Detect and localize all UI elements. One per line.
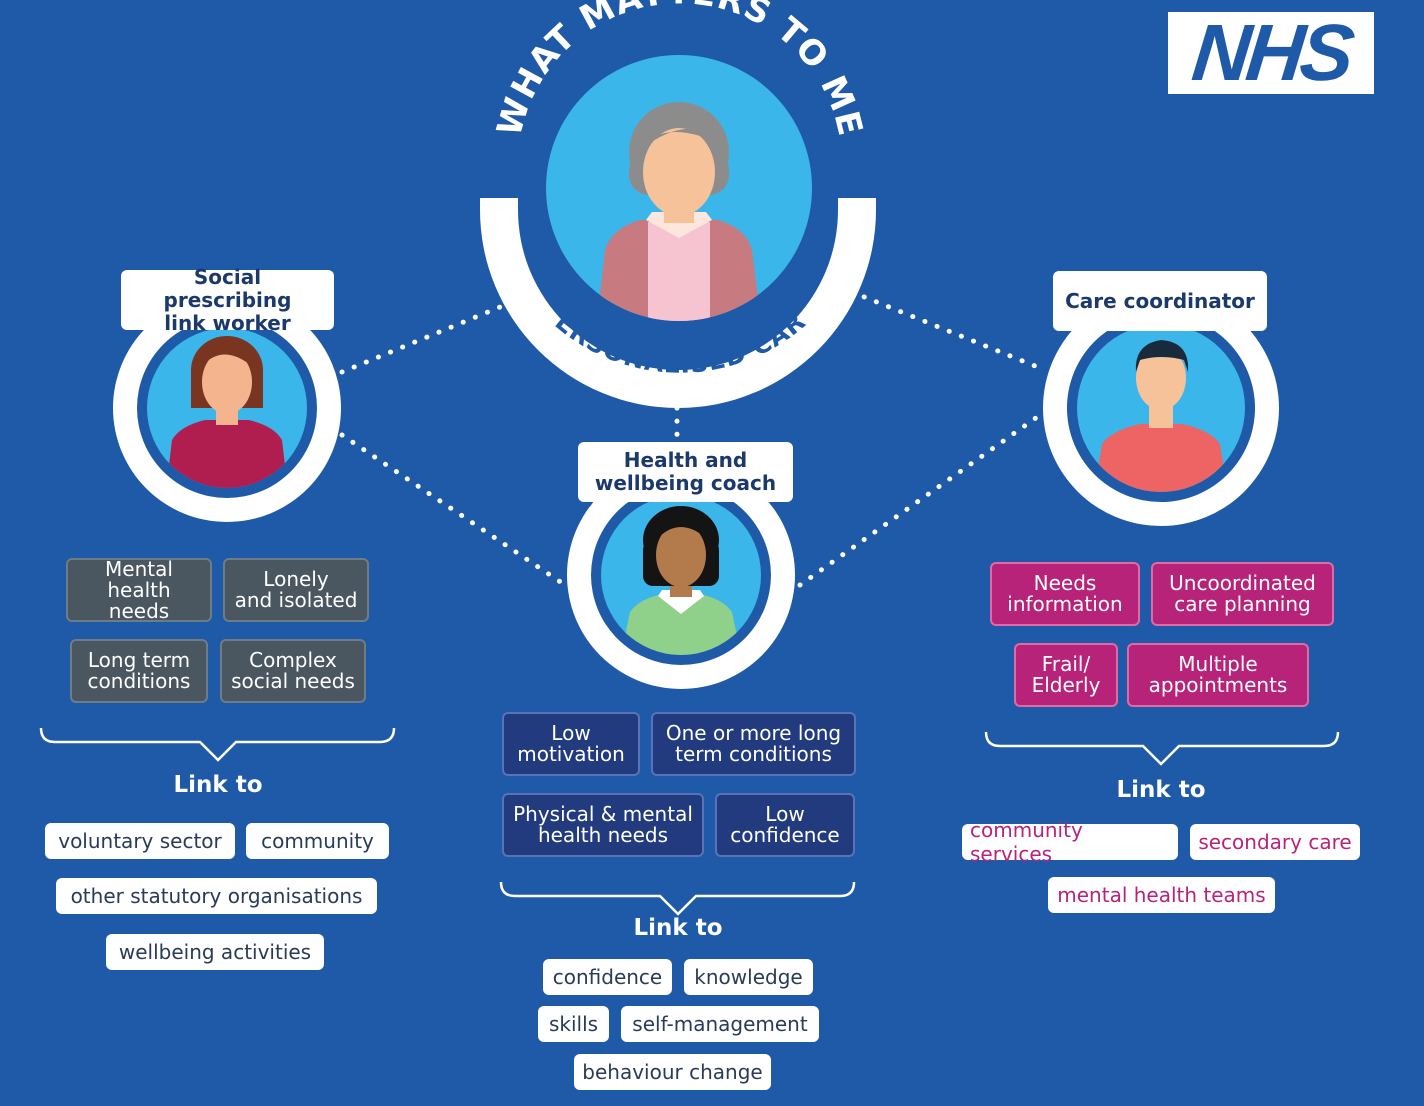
label-line: Care coordinator bbox=[1065, 288, 1255, 313]
link-chip: mental health teams bbox=[1048, 877, 1275, 913]
coach-circle bbox=[567, 461, 795, 689]
link-chip: other statutory organisations bbox=[56, 878, 377, 914]
link-chip: skills bbox=[538, 1006, 609, 1042]
label-line: link worker bbox=[164, 310, 291, 335]
link-chip: voluntary sector bbox=[45, 823, 235, 859]
link-chip: community services bbox=[962, 818, 1178, 866]
label-line: wellbeing coach bbox=[594, 471, 777, 495]
link-chip: behaviour change bbox=[574, 1054, 771, 1090]
link-chip: secondary care bbox=[1190, 824, 1360, 860]
man-icon bbox=[1094, 340, 1228, 492]
social-prescriber-circle bbox=[113, 294, 341, 522]
link-chip: self-management bbox=[621, 1006, 819, 1042]
link-chip: confidence bbox=[543, 959, 672, 995]
need-tag: Frail/Elderly bbox=[1014, 643, 1118, 707]
nhs-logo: NHS bbox=[1168, 8, 1374, 97]
label-line: Health and bbox=[623, 448, 748, 472]
coach-label: Health and wellbeing coach bbox=[578, 442, 793, 502]
social-prescriber-label: Social prescribing link worker bbox=[121, 265, 334, 334]
woman-coach-icon bbox=[620, 506, 742, 655]
dotted-connectors bbox=[339, 289, 1048, 588]
link-chip: wellbeing activities bbox=[106, 934, 324, 970]
care-coordinator-label: Care coordinator bbox=[1053, 271, 1267, 331]
middle-link-title: Link to bbox=[633, 915, 723, 941]
left-link-title: Link to bbox=[173, 772, 263, 798]
link-chip: community bbox=[246, 823, 389, 859]
elderly-woman-icon bbox=[596, 102, 762, 321]
link-chip: knowledge bbox=[684, 959, 813, 995]
right-link-title: Link to bbox=[1116, 777, 1206, 803]
care-coordinator-circle bbox=[1043, 290, 1279, 526]
woman-icon bbox=[166, 336, 288, 488]
label-line: Social prescribing bbox=[163, 264, 292, 312]
